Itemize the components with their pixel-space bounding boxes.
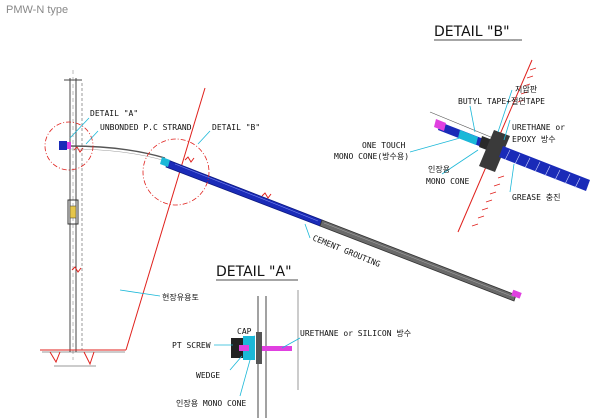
cap-label: CAP bbox=[237, 327, 252, 336]
urethane-label-1: URETHANE or bbox=[512, 123, 565, 132]
one-touch-label-1: ONE TOUCH bbox=[362, 141, 406, 150]
retaining-wall bbox=[64, 70, 83, 360]
one-touch-label-2: MONO CONE(방수용) bbox=[334, 151, 409, 161]
urethane-silicon-label: URETHANE or SILICON 방수 bbox=[300, 328, 411, 338]
soil-label: 현장유용토 bbox=[162, 292, 199, 302]
tension-label-1: 인장용 bbox=[428, 164, 450, 174]
wedge-label: WEDGE bbox=[196, 371, 220, 380]
excavation-line bbox=[125, 87, 206, 351]
bearing-plate-label: 지압판 bbox=[515, 85, 538, 94]
butyl-tape-label: BUTYL TAPE+절연TAPE bbox=[458, 97, 545, 106]
strand-label: UNBONDED P.C STRAND bbox=[100, 123, 192, 132]
grease-label: GREASE 충진 bbox=[512, 192, 560, 202]
detail-b-ref: DETAIL "B" bbox=[212, 123, 260, 132]
tension-label-2: MONO CONE bbox=[426, 177, 470, 186]
anchor-head-small bbox=[59, 141, 71, 150]
detail-a-ref: DETAIL "A" bbox=[90, 109, 138, 118]
detail-b-drawing bbox=[429, 59, 590, 233]
mono-cone-label: 인장용 MONO CONE bbox=[176, 398, 246, 408]
strand-line bbox=[69, 145, 166, 159]
page-title: PMW-N type bbox=[6, 4, 69, 16]
pt-screw-label: PT SCREW bbox=[172, 341, 211, 350]
detail-a-circle bbox=[44, 121, 94, 171]
detail-a-drawing bbox=[231, 290, 299, 418]
urethane-label-2: EPOXY 방수 bbox=[512, 134, 556, 144]
detail-b-circle bbox=[142, 138, 210, 206]
ground-base bbox=[40, 349, 126, 367]
detail-b-title: DETAIL "B" bbox=[434, 24, 510, 40]
bond-length bbox=[319, 219, 517, 302]
detail-a-title: DETAIL "A" bbox=[216, 264, 292, 280]
